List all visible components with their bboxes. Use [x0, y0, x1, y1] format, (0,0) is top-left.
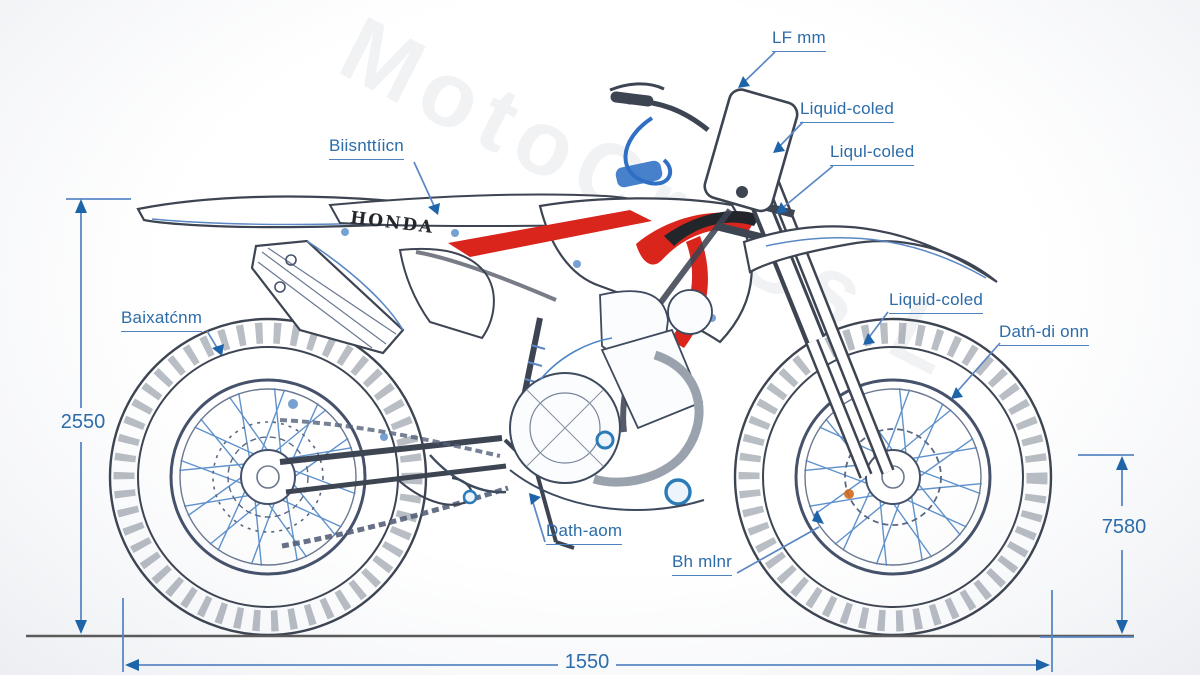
callout-liqul-coled: Liqul-coled [830, 142, 915, 166]
callout-baixatcnm: Baixatćnm [121, 308, 203, 332]
callout-bh-mlnr: Bh mlnr [672, 552, 732, 576]
dimension-lines [66, 198, 1134, 672]
dimension-left-height: 2550 [60, 411, 106, 433]
dimension-right-height: 7580 [1101, 516, 1147, 538]
front-wheel [733, 317, 1053, 637]
callout-dath-aom: Dath-aom [546, 521, 623, 545]
brake-caliper-dot [844, 489, 854, 499]
callout-lf-mm: LF mm [772, 28, 826, 52]
dimension-bottom-width: 1550 [564, 651, 610, 673]
callout-leaders [206, 51, 1001, 574]
callout-datn-di-onn: Datń-di onn [999, 322, 1090, 346]
rear-wheel [108, 317, 428, 637]
front-fork [609, 82, 998, 479]
dimension-arrows [75, 199, 1128, 671]
callout-liquid-coled-right: Liquid-coled [889, 290, 984, 314]
engine [429, 289, 713, 511]
callout-biisnttiicn: Biisnttíicn [329, 136, 404, 160]
rear-spokes [179, 388, 357, 566]
callout-liquid-coled-top: Liquid-coled [800, 99, 895, 123]
callout-arrowheads [212, 76, 963, 524]
swingarm [279, 317, 575, 550]
fork-bellows [615, 160, 663, 188]
